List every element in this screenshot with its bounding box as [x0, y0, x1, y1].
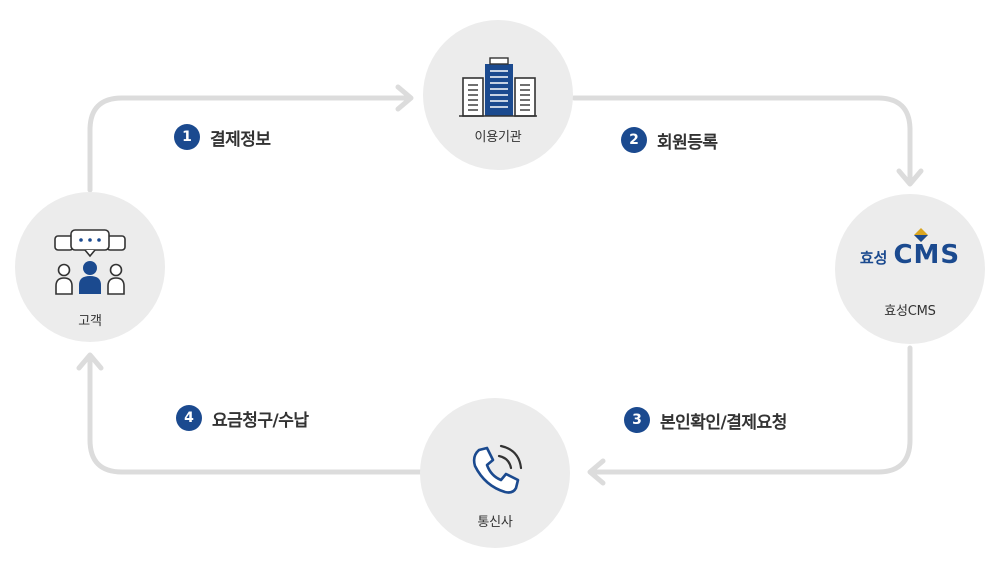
step-3: 3 본인확인/결제요청 [624, 407, 787, 433]
step-1-label: 결제정보 [210, 129, 271, 150]
arrowhead-up [76, 352, 104, 371]
phone-icon [420, 442, 570, 502]
step-1: 1 결제정보 [174, 124, 271, 150]
hyosung-cms-logo: 효성 CMS [835, 228, 985, 268]
step-4-label: 요금청구/수납 [212, 410, 309, 431]
arrow-cms-to-telecom [588, 345, 913, 475]
buildings-icon [423, 56, 573, 118]
node-telecom: 통신사 [420, 398, 570, 548]
step-2-badge: 2 [621, 127, 647, 153]
arrow-telecom-to-customer [87, 353, 423, 475]
logo-diamond-icon [914, 228, 929, 242]
arrowhead-left [587, 458, 606, 486]
customers-chat-icon [15, 228, 165, 296]
node-telecom-label: 통신사 [477, 515, 513, 530]
node-institution-label: 이용기관 [474, 130, 522, 145]
step-4: 4 요금청구/수납 [176, 405, 309, 431]
step-3-label: 본인확인/결제요청 [660, 412, 787, 433]
arrowhead-down [896, 168, 924, 187]
step-2-label: 회원등록 [657, 132, 718, 153]
arrowhead-right [395, 84, 414, 112]
logo-cms-text: CMS [893, 228, 960, 268]
arrow-customer-to-institution [87, 95, 413, 193]
node-institution: 이용기관 [423, 20, 573, 170]
step-3-badge: 3 [624, 407, 650, 433]
node-customer-label: 고객 [78, 314, 102, 329]
logo-ko-text: 효성 [859, 249, 888, 267]
step-1-badge: 1 [174, 124, 200, 150]
step-2: 2 회원등록 [621, 127, 718, 153]
node-customer: 고객 [15, 192, 165, 342]
node-hyosung-cms-label: 효성CMS [884, 304, 936, 319]
node-hyosung-cms: 효성 CMS 효성CMS [835, 194, 985, 344]
arrow-institution-to-cms [571, 95, 913, 186]
step-4-badge: 4 [176, 405, 202, 431]
